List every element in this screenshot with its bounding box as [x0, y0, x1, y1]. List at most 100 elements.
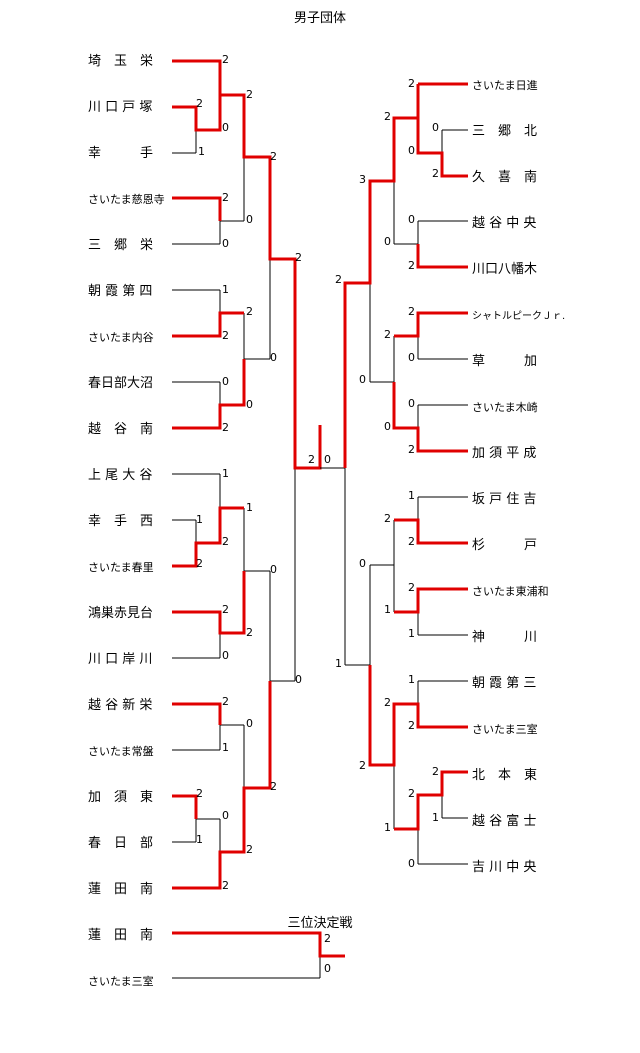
score-label: 2	[246, 305, 253, 318]
team-right-13: 神 川	[472, 630, 537, 645]
left-bracket-lines	[172, 59, 322, 890]
score-label: 2	[222, 603, 229, 616]
team-left-18: 春 日 部	[88, 836, 153, 851]
score-label: 2	[408, 443, 415, 456]
score-label: 2	[432, 167, 439, 180]
score-label: 1	[384, 821, 391, 834]
score-label: 1	[384, 603, 391, 616]
score-label: 2	[222, 695, 229, 708]
team-right-6: シャトルピークＪｒ.	[472, 310, 565, 322]
score-label: 2	[384, 328, 391, 341]
score-label: 2	[324, 932, 331, 945]
score-label: 3	[359, 173, 366, 186]
score-label: 0	[408, 351, 415, 364]
score-label: 0	[222, 237, 229, 250]
score-label: 2	[408, 305, 415, 318]
score-label: 0	[408, 857, 415, 870]
score-label: 2	[270, 780, 277, 793]
score-label: 2	[295, 251, 302, 264]
right-team-list: さいたま日進 三 郷 北 久 喜 南 越 谷 中 央 川口八幡木 シャトルピーク…	[472, 79, 565, 875]
score-label: 1	[222, 741, 229, 754]
team-left-1: 埼 玉 栄	[88, 54, 153, 69]
team-left-6: 朝 霞 第 四	[88, 284, 152, 299]
score-label: 2	[222, 879, 229, 892]
score-label: 1	[408, 627, 415, 640]
team-right-18: 吉 川 中 央	[472, 860, 536, 875]
score-label: 2	[335, 273, 342, 286]
score-label: 2	[432, 765, 439, 778]
team-right-12: さいたま東浦和	[472, 585, 549, 598]
score-label: 2	[222, 421, 229, 434]
score-label: 2	[408, 259, 415, 272]
score-label: 1	[408, 673, 415, 686]
team-left-3: 幸 手	[88, 146, 153, 161]
team-left-14: 川 口 岸 川	[88, 652, 152, 667]
team-right-3: 久 喜 南	[472, 169, 537, 185]
score-label: 0	[408, 397, 415, 410]
score-label: 2	[408, 787, 415, 800]
score-labels: 2 2 0 1 2 2 0 0 2 1 2 2 0 2 0 0 2 1 1 2 2 1 2 0 2 0 2 0 1 2 0 1 2 2 2 0 2 0 2 0…	[196, 53, 439, 975]
score-label: 1	[335, 657, 342, 670]
score-label: 2	[246, 626, 253, 639]
score-label: 2	[246, 88, 253, 101]
score-label: 2	[408, 581, 415, 594]
score-label: 2	[384, 110, 391, 123]
third-place-team-2: さいたま三室	[88, 974, 154, 988]
score-label: 2	[222, 191, 229, 204]
score-label: 0	[432, 121, 439, 134]
team-left-9: 越 谷 南	[88, 421, 153, 437]
score-label: 0	[295, 673, 302, 686]
score-label: 0	[384, 235, 391, 248]
score-label: 0	[270, 351, 277, 364]
score-label: 0	[408, 213, 415, 226]
team-right-8: さいたま木崎	[472, 400, 538, 414]
score-label: 0	[246, 717, 253, 730]
score-label: 2	[196, 787, 203, 800]
score-label: 1	[432, 811, 439, 824]
team-right-5: 川口八幡木	[472, 262, 537, 277]
left-team-list: 埼 玉 栄 川 口 戸 塚 幸 手 さいたま慈恩寺 三 郷 栄 朝 霞 第 四 …	[88, 54, 165, 897]
score-label: 0	[270, 563, 277, 576]
score-label: 1	[222, 283, 229, 296]
team-right-1: さいたま日進	[472, 79, 538, 92]
score-label: 2	[308, 453, 315, 466]
team-right-16: 北 本 東	[472, 767, 537, 783]
score-label: 0	[222, 375, 229, 388]
score-label: 2	[270, 150, 277, 163]
team-left-19: 蓮 田 南	[88, 881, 153, 897]
team-left-15: 越 谷 新 栄	[88, 697, 152, 713]
score-label: 0	[246, 213, 253, 226]
team-right-4: 越 谷 中 央	[472, 216, 536, 231]
score-label: 2	[222, 329, 229, 342]
team-left-10: 上 尾 大 谷	[88, 468, 152, 483]
team-left-8: 春日部大沼	[88, 376, 153, 391]
team-right-9: 加 須 平 成	[472, 446, 536, 461]
score-label: 1	[246, 501, 253, 514]
score-label: 2	[196, 97, 203, 110]
score-label: 2	[384, 696, 391, 709]
score-label: 0	[324, 962, 331, 975]
team-right-17: 越 谷 富 士	[472, 813, 536, 829]
score-label: 2	[222, 535, 229, 548]
score-label: 0	[384, 420, 391, 433]
score-label: 1	[196, 513, 203, 526]
third-place-lines	[172, 931, 345, 979]
team-left-13: 鴻巣赤見台	[88, 606, 153, 621]
score-label: 0	[246, 398, 253, 411]
score-label: 0	[222, 121, 229, 134]
page-title: 男子団体	[294, 11, 346, 26]
score-label: 2	[246, 843, 253, 856]
score-label: 0	[359, 557, 366, 570]
team-left-16: さいたま常盤	[88, 745, 154, 758]
team-right-11: 杉 戸	[472, 538, 537, 553]
score-label: 2	[408, 719, 415, 732]
score-label: 1	[198, 145, 205, 158]
team-left-4: さいたま慈恩寺	[88, 192, 165, 206]
score-label: 1	[408, 489, 415, 502]
score-label: 2	[384, 512, 391, 525]
team-left-17: 加 須 東	[88, 789, 153, 805]
team-left-7: さいたま内谷	[88, 330, 154, 344]
score-label: 2	[408, 535, 415, 548]
score-label: 2	[408, 77, 415, 90]
